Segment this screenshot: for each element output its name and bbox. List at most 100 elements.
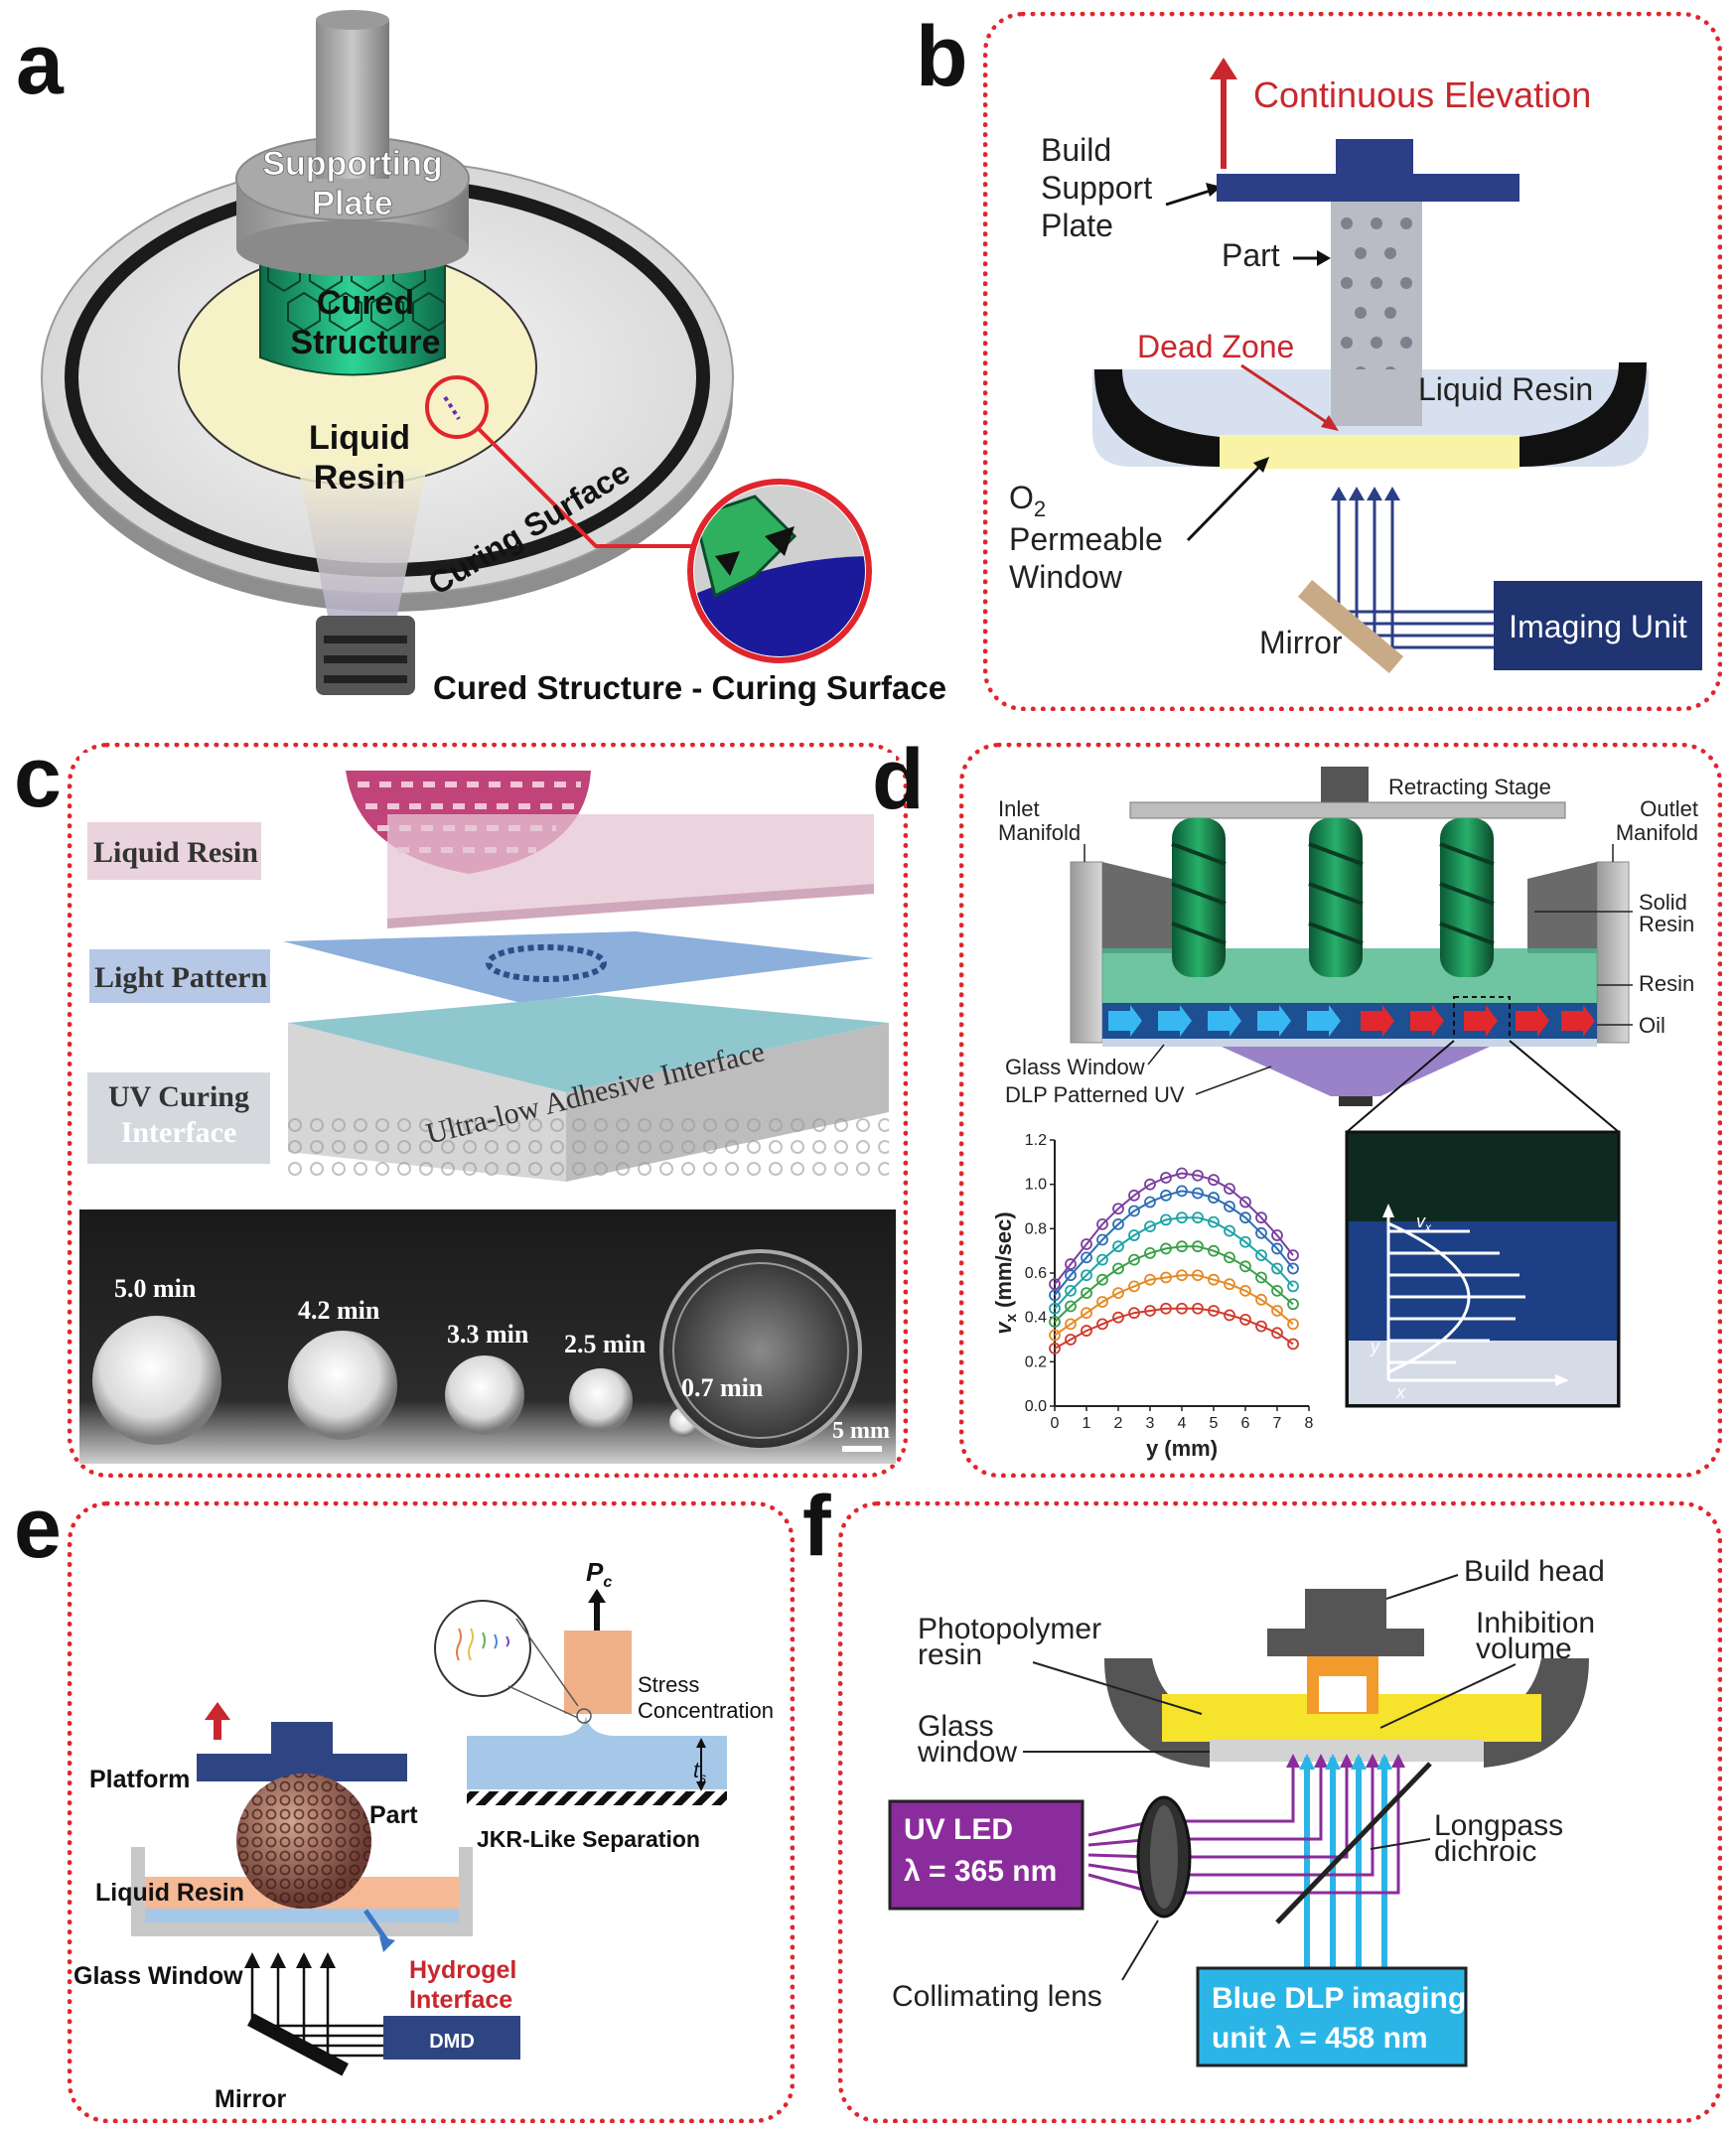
imaging-unit: [1494, 581, 1702, 670]
resin-label: Resin: [1639, 971, 1694, 996]
dead-zone-label: Dead Zone: [1137, 329, 1294, 364]
cured-structure-label-2: Structure: [290, 324, 440, 361]
data-point: [1224, 1251, 1235, 1264]
data-point: [1271, 1305, 1283, 1317]
data-point: [1208, 1273, 1220, 1286]
part-label-e: Part: [369, 1801, 418, 1829]
light-pattern-ring: [486, 944, 607, 982]
imaging-unit-label: Imaging Unit: [1509, 609, 1687, 644]
glass-label-1: Glass: [918, 1710, 994, 1743]
uv-led-label-1: UV LED: [904, 1813, 1013, 1846]
data-point: [1239, 1260, 1251, 1273]
data-point: [1160, 1271, 1172, 1284]
data-point: [1208, 1174, 1220, 1187]
permeable-label: Permeable: [1009, 521, 1163, 557]
build-head: [1305, 1589, 1386, 1629]
data-point: [1065, 1284, 1077, 1297]
data-point: [1255, 1293, 1267, 1306]
svg-text:Pc: Pc: [586, 1557, 612, 1591]
data-point: [1239, 1196, 1251, 1208]
data-point: [1287, 1280, 1299, 1293]
panel-letter-d: d: [872, 732, 925, 827]
blue-dlp-label-1: Blue DLP imaging: [1212, 1982, 1466, 2015]
uv-cone: [1222, 1047, 1490, 1096]
data-point: [1112, 1262, 1124, 1275]
uv-curing-tag: [87, 1072, 270, 1164]
data-point: [1144, 1178, 1156, 1191]
support-shaft: [316, 20, 389, 179]
data-point: [1096, 1318, 1108, 1331]
build-head-label: Build head: [1464, 1555, 1605, 1588]
data-point: [1049, 1289, 1061, 1302]
coin: [659, 1249, 862, 1452]
flow-inset: vx y x: [1345, 1130, 1621, 1408]
stress-block: [564, 1631, 632, 1714]
data-point: [1271, 1262, 1283, 1275]
time-label-2-5: 2.5 min: [564, 1330, 647, 1358]
liquid-resin-label: Liquid Resin: [1418, 371, 1593, 407]
glass-window-label-e: Glass Window: [73, 1962, 243, 1990]
x-tick-label: 1: [1083, 1415, 1091, 1432]
data-point: [1128, 1205, 1140, 1217]
platform-label: Platform: [89, 1766, 190, 1793]
data-point: [1065, 1318, 1077, 1331]
cured-structure-label-1: Cured: [317, 284, 414, 322]
o2-label: O2: [1009, 480, 1046, 521]
supporting-plate-label-1: Supporting: [262, 145, 442, 183]
x-tick-label: 6: [1241, 1415, 1250, 1432]
zoom-marker: [425, 375, 489, 439]
glass-window-f: [1210, 1740, 1484, 1762]
data-point: [1144, 1247, 1156, 1259]
hydrogel-layer-inset: [467, 1716, 727, 1789]
data-point: [1049, 1302, 1061, 1315]
data-point: [1208, 1305, 1220, 1317]
panel-b-frame: [983, 12, 1722, 711]
part-label: Part: [1222, 237, 1280, 273]
data-point: [1160, 1213, 1172, 1226]
inlet-label-1: Inlet: [998, 796, 1040, 821]
data-point: [1081, 1325, 1092, 1337]
x-tick-label: 3: [1146, 1415, 1155, 1432]
series-line-0: [1054, 1172, 1294, 1285]
panel-letter-c: c: [14, 730, 62, 825]
data-point: [1224, 1183, 1235, 1196]
time-label-3-3: 3.3 min: [447, 1320, 529, 1349]
x-axis-label: y (mm): [1146, 1436, 1218, 1461]
light-pattern-label: Light Pattern: [94, 961, 267, 994]
data-point: [1112, 1287, 1124, 1299]
data-point: [1224, 1201, 1235, 1212]
y-tick-label: 1.0: [1025, 1177, 1047, 1194]
data-point: [1081, 1251, 1092, 1264]
data-point: [1112, 1217, 1124, 1230]
y-tick-label: 0.8: [1025, 1220, 1047, 1237]
solid-resin-label-1: Solid: [1639, 890, 1687, 915]
uv-interface-block: [288, 995, 889, 1092]
data-point: [1176, 1302, 1188, 1315]
data-point: [1192, 1240, 1204, 1253]
oil-label: Oil: [1639, 1013, 1665, 1038]
data-point: [1271, 1284, 1283, 1297]
svg-text:y: y: [1369, 1337, 1380, 1356]
panel-c-frame: [68, 743, 908, 1478]
data-point: [1065, 1269, 1077, 1282]
sphere-5-0: [92, 1316, 221, 1445]
data-point: [1049, 1316, 1061, 1329]
data-point: [1128, 1229, 1140, 1241]
sphere-3-3: [445, 1355, 524, 1435]
y-tick-label: 0.2: [1025, 1353, 1047, 1370]
photopolymer-label-2: resin: [918, 1638, 982, 1671]
glass-label-2: window: [917, 1736, 1017, 1769]
time-label-4-2: 4.2 min: [298, 1296, 380, 1325]
blue-dlp-label-2: unit λ = 458 nm: [1212, 2022, 1428, 2055]
data-point: [1239, 1314, 1251, 1326]
x-tick-label: 4: [1178, 1415, 1187, 1432]
mirror-label-e: Mirror: [215, 2085, 287, 2113]
hydrogel-layer: [145, 1909, 459, 1922]
x-tick-label: 2: [1114, 1415, 1123, 1432]
data-point: [1176, 1240, 1188, 1253]
platform: [271, 1722, 333, 1756]
data-point: [1208, 1215, 1220, 1228]
longpass-label-1: Longpass: [1434, 1809, 1563, 1842]
